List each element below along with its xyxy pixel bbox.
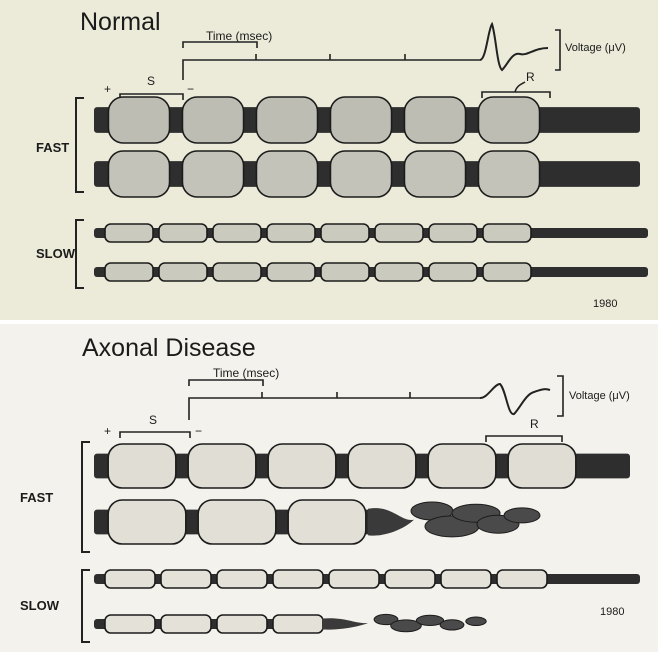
myelin-segment: [321, 263, 369, 281]
time-label: Time (msec): [206, 29, 272, 43]
fast-fiber-1: [94, 444, 630, 488]
myelin-segment: [108, 97, 169, 143]
axonal-diagram: [0, 324, 658, 652]
myelin-segment: [105, 224, 153, 242]
myelin-segment: [375, 224, 423, 242]
plus-label: +: [104, 424, 111, 438]
myelin-segment: [198, 500, 276, 544]
myelin-debris: [440, 620, 464, 630]
r-label: R: [530, 417, 539, 431]
slow-bracket: [76, 220, 84, 288]
myelin-segment: [217, 570, 267, 588]
myelin-segment: [188, 444, 256, 488]
voltage-label: Voltage (μV): [569, 390, 630, 402]
myelin-segment: [478, 97, 539, 143]
signature-year: 1980: [593, 298, 617, 310]
voltage-bracket: [557, 376, 563, 416]
myelin-segment: [483, 263, 531, 281]
minus-label: −: [187, 82, 194, 96]
slow-label: SLOW: [20, 598, 59, 613]
signature-year: 1980: [600, 606, 624, 618]
myelin-segment: [108, 151, 169, 197]
plus-label: +: [104, 82, 111, 96]
r-bracket: [486, 436, 562, 442]
s-label: S: [149, 413, 157, 427]
myelin-segment: [273, 570, 323, 588]
myelin-segment: [273, 615, 323, 633]
slow-label: SLOW: [36, 246, 75, 261]
myelin-segment: [182, 151, 243, 197]
myelin-segment: [161, 570, 211, 588]
action-potential-wave: [480, 24, 548, 70]
r-label: R: [526, 70, 535, 84]
s-bracket: [120, 432, 190, 438]
myelin-segment: [217, 615, 267, 633]
myelin-segment: [348, 444, 416, 488]
myelin-segment: [429, 263, 477, 281]
myelin-segment: [385, 570, 435, 588]
panel-title: Normal: [80, 8, 161, 37]
myelin-segment: [108, 444, 176, 488]
fast-label: FAST: [20, 490, 53, 505]
myelin-debris: [466, 617, 486, 626]
fast-fiber-2: [94, 500, 540, 544]
myelin-segment: [429, 224, 477, 242]
myelin-segment: [375, 263, 423, 281]
fast-bracket: [82, 442, 90, 552]
slow-fiber-2: [94, 263, 648, 281]
time-axis: [189, 380, 480, 420]
fast-fiber-2: [94, 151, 640, 197]
panel-normal: Normal Time (msec) Voltage (μV) + S − R …: [0, 0, 658, 320]
myelin-segment: [256, 151, 317, 197]
myelin-segment: [256, 97, 317, 143]
myelin-segment: [329, 570, 379, 588]
time-axis: [183, 42, 480, 80]
myelin-segment: [182, 97, 243, 143]
myelin-segment: [497, 570, 547, 588]
myelin-segment: [105, 570, 155, 588]
panel-title: Axonal Disease: [82, 334, 256, 363]
fast-fiber-1: [94, 97, 640, 143]
myelin-segment: [108, 500, 186, 544]
myelin-segment: [508, 444, 576, 488]
fast-label: FAST: [36, 140, 69, 155]
slow-fiber-2: [94, 614, 486, 633]
myelin-segment: [321, 224, 369, 242]
axon-breakdown: [368, 508, 414, 536]
myelin-segment: [159, 263, 207, 281]
axon-breakdown: [322, 618, 368, 629]
time-label: Time (msec): [213, 366, 279, 380]
myelin-segment: [330, 151, 391, 197]
myelin-segment: [105, 615, 155, 633]
myelin-segment: [478, 151, 539, 197]
panel-axonal-disease: Axonal Disease Time (msec) Voltage (μV) …: [0, 324, 658, 652]
myelin-segment: [404, 97, 465, 143]
myelin-debris: [416, 615, 443, 625]
myelin-segment: [159, 224, 207, 242]
myelin-segment: [268, 444, 336, 488]
fast-bracket: [76, 98, 84, 192]
myelin-segment: [404, 151, 465, 197]
voltage-bracket: [555, 30, 560, 70]
voltage-label: Voltage (μV): [565, 42, 626, 54]
myelin-segment: [288, 500, 366, 544]
myelin-segment: [213, 224, 261, 242]
myelin-debris: [504, 508, 540, 523]
myelin-segment: [330, 97, 391, 143]
myelin-segment: [267, 263, 315, 281]
s-label: S: [147, 74, 155, 88]
myelin-segment: [105, 263, 153, 281]
myelin-segment: [428, 444, 496, 488]
action-potential-wave: [480, 384, 550, 414]
myelin-segment: [483, 224, 531, 242]
minus-label: −: [195, 424, 202, 438]
normal-diagram: [0, 0, 658, 320]
myelin-segment: [161, 615, 211, 633]
myelin-segment: [213, 263, 261, 281]
myelin-segment: [267, 224, 315, 242]
slow-fiber-1: [94, 224, 648, 242]
slow-bracket: [82, 570, 90, 642]
myelin-segment: [441, 570, 491, 588]
slow-fiber-1: [94, 570, 640, 588]
